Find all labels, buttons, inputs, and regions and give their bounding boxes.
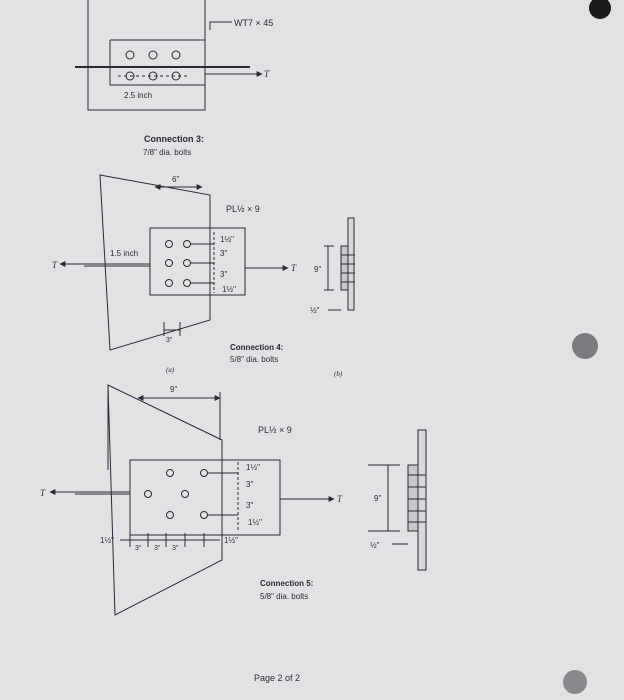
c4-tension-left: T xyxy=(52,260,58,270)
connection4-subtitle: 5/8" dia. bolts xyxy=(230,355,278,364)
c4-bottom-dim: 3" xyxy=(166,337,173,344)
connection4-drawing xyxy=(59,174,355,351)
c5-edge-bottom: 1½" xyxy=(248,518,262,527)
c5-dim-top: 9" xyxy=(170,385,177,394)
c5-bottom-left: 1½" xyxy=(100,536,114,545)
c5-bottom-s2: 3" xyxy=(154,545,161,552)
c4-part-b: (b) xyxy=(334,370,343,378)
c5-bottom-right: 1½" xyxy=(224,536,238,545)
c4-side-thk: ½" xyxy=(310,306,320,315)
top-width-label: 2.5 inch xyxy=(124,91,152,100)
c4-plate-label: PL½ × 9 xyxy=(226,204,260,214)
c4-spacing-1: 3" xyxy=(220,249,227,258)
top-section-label: WT7 × 45 xyxy=(234,18,273,28)
c4-spacing-2: 3" xyxy=(220,270,227,279)
punch-hole-top xyxy=(589,0,611,19)
page-number: Page 2 of 2 xyxy=(254,673,300,683)
c4-dim-top: 6" xyxy=(172,175,179,184)
c4-tension-right: T xyxy=(291,263,297,273)
c4-edge-top: 1½" xyxy=(220,235,234,244)
c4-edge-bottom: 1½" xyxy=(222,285,236,294)
top-tension-label: T xyxy=(264,69,270,79)
c5-bottom-s3: 3" xyxy=(172,545,179,552)
connection3-subtitle: 7/8" dia. bolts xyxy=(143,148,191,157)
connection3-drawing xyxy=(75,0,263,111)
c5-bottom-s1: 3" xyxy=(135,545,142,552)
c5-tension-left: T xyxy=(40,488,46,498)
c5-side-thk: ½" xyxy=(370,541,380,550)
connection4-title: Connection 4: xyxy=(230,343,283,352)
c5-tension-right: T xyxy=(337,494,343,504)
c5-spacing-2: 3" xyxy=(246,501,253,510)
c5-plate-label: PL½ × 9 xyxy=(258,425,292,435)
c5-spacing-1: 3" xyxy=(246,480,253,489)
connection5-subtitle: 5/8" dia. bolts xyxy=(260,592,308,601)
punch-hole-middle xyxy=(572,333,598,359)
c5-edge-top: 1½" xyxy=(246,463,260,472)
c4-side-height: 9" xyxy=(314,265,321,274)
connection5-title: Connection 5: xyxy=(260,579,313,588)
connection5-drawing xyxy=(49,384,427,616)
punch-hole-bottom xyxy=(563,670,587,694)
connection3-title: Connection 3: xyxy=(144,134,204,144)
c4-part-a: (a) xyxy=(166,366,175,374)
c4-left-dim: 1.5 inch xyxy=(110,249,138,258)
c5-side-height: 9" xyxy=(374,494,381,503)
